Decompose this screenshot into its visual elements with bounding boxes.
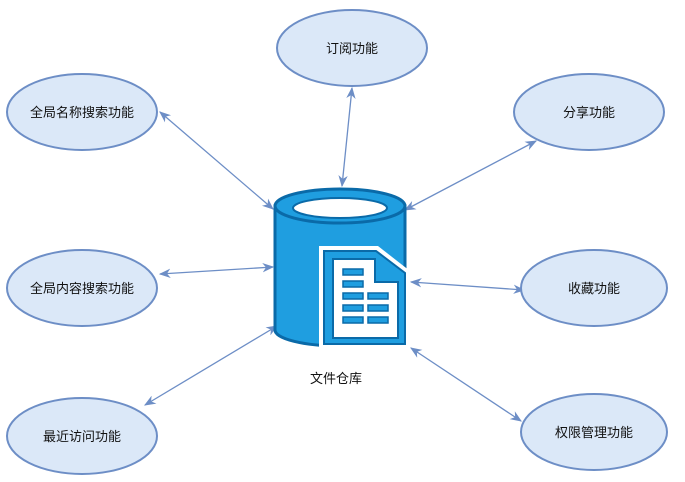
file-repository-icon bbox=[273, 187, 410, 348]
node-share[interactable]: 分享功能 bbox=[513, 73, 665, 151]
node-recent[interactable]: 最近访问功能 bbox=[6, 397, 158, 475]
node-permission[interactable]: 权限管理功能 bbox=[520, 393, 668, 471]
node-label: 全局内容搜索功能 bbox=[30, 281, 134, 297]
node-label: 权限管理功能 bbox=[555, 425, 633, 441]
node-content-search[interactable]: 全局内容搜索功能 bbox=[6, 249, 158, 327]
arrow-share bbox=[403, 140, 538, 211]
node-label: 全局名称搜索功能 bbox=[30, 105, 134, 121]
node-label: 最近访问功能 bbox=[43, 430, 121, 445]
arrow-name-search bbox=[159, 111, 274, 210]
node-subscribe[interactable]: 订阅功能 bbox=[276, 9, 428, 87]
arrow-favorite bbox=[409, 278, 526, 294]
arrow-permission bbox=[410, 347, 522, 422]
node-label: 分享功能 bbox=[563, 105, 615, 121]
connector-arrows bbox=[143, 86, 538, 422]
center-label: 文件仓库 bbox=[310, 371, 362, 387]
node-favorite[interactable]: 收藏功能 bbox=[520, 249, 668, 327]
node-name-search[interactable]: 全局名称搜索功能 bbox=[6, 73, 158, 151]
arrow-recent bbox=[143, 325, 279, 406]
node-label: 收藏功能 bbox=[568, 282, 620, 297]
arrow-subscribe bbox=[338, 86, 356, 188]
node-label: 订阅功能 bbox=[326, 42, 378, 57]
arrow-content-search bbox=[158, 262, 275, 279]
